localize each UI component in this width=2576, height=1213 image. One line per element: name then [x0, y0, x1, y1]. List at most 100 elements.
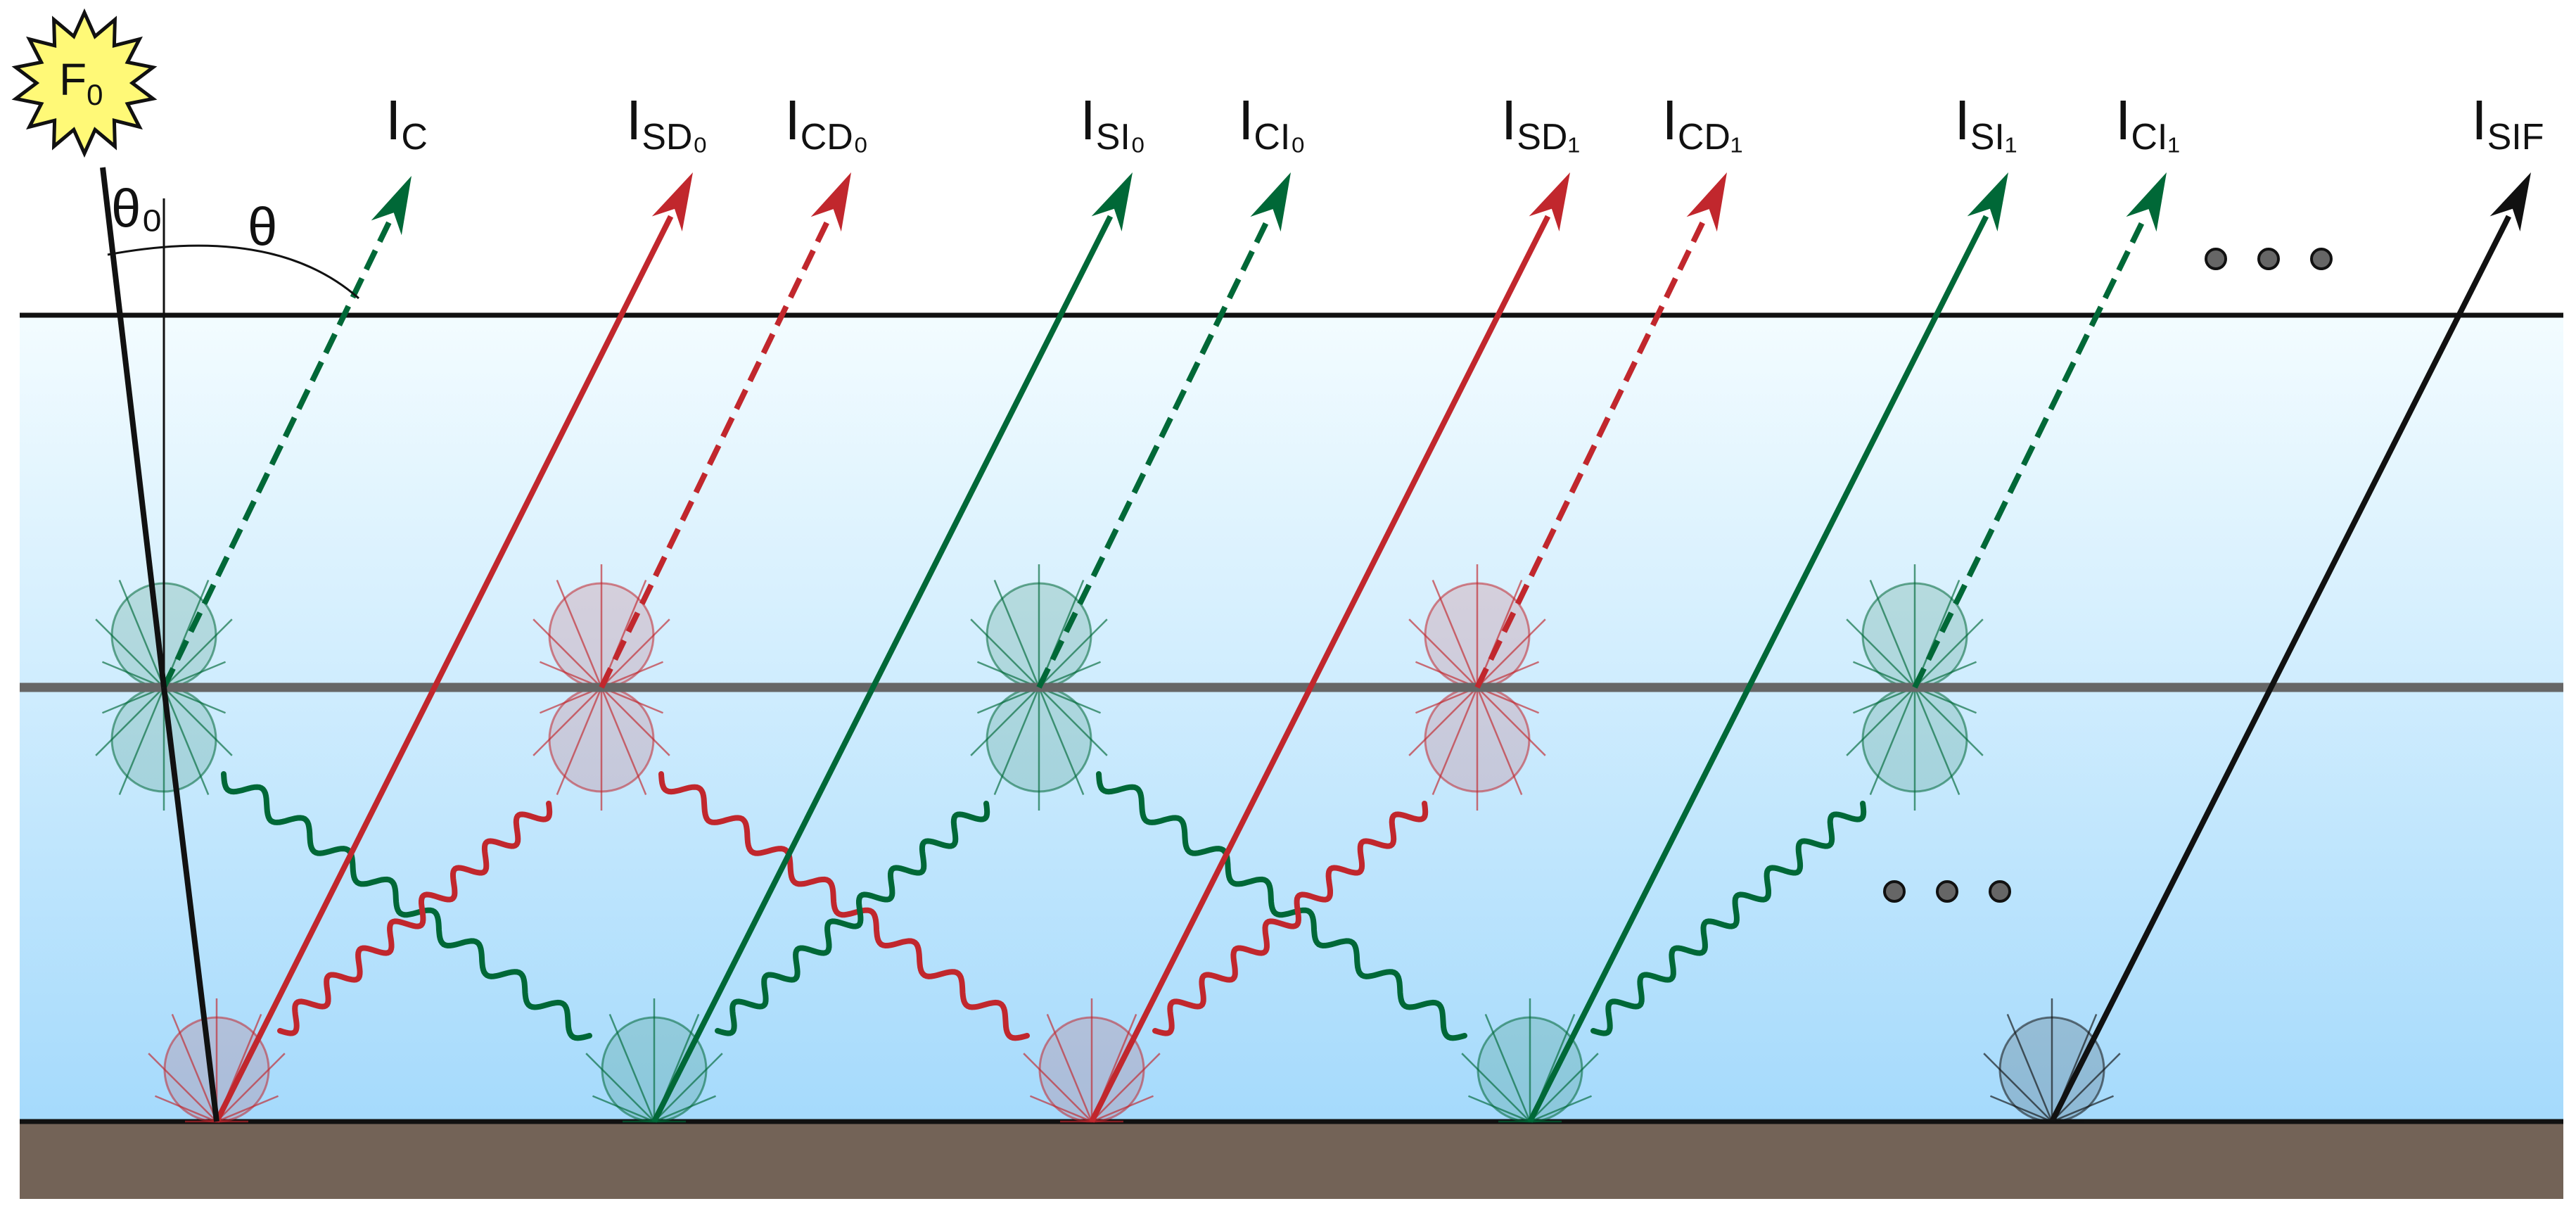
radiance-label-9: ICI₁ — [2115, 89, 2180, 158]
radiance-label-10-sub: SIF — [2487, 117, 2544, 158]
outgoing-rays — [161, 172, 2531, 1123]
canopy-scatterer-5-spoke-7 — [1846, 618, 1915, 688]
soil-scatterer-5-spoke-2 — [2051, 1095, 2115, 1123]
radiance-label-1-main: I — [385, 89, 401, 151]
ray-si0-shaft — [651, 215, 1114, 1123]
canopy-scatterer-4-spoke-15 — [1477, 687, 1546, 756]
wavy-photon-up-2 — [715, 801, 990, 1036]
ray-si0 — [651, 172, 1133, 1123]
canopy-scatterer-1-spoke-6 — [118, 579, 165, 688]
soil-scatterer-4-spoke-7 — [1461, 1053, 1531, 1122]
soil-scatterer-3-spoke-3 — [1091, 1053, 1161, 1122]
ray-ci0-shaft — [1036, 215, 1272, 689]
source-label-main: F — [59, 54, 87, 105]
ray-sd0 — [214, 172, 693, 1123]
soil-scatterer-1-spoke-6 — [171, 1013, 218, 1122]
radiance-label-9-sub: CI₁ — [2131, 117, 2180, 158]
ray-ci1-arrowhead — [2126, 172, 2167, 232]
ground-soil — [20, 1122, 2563, 1199]
soil-scatterer-4 — [1461, 998, 1599, 1123]
wavy-photon-up-1 — [277, 801, 553, 1036]
radiance-label-8-sub: SI₁ — [1970, 117, 2017, 158]
radiance-label-5-sub: CI₀ — [1254, 117, 1306, 158]
radiance-label-6-main: I — [1501, 89, 1517, 151]
soil-scatterer-3-spoke-2 — [1091, 1095, 1154, 1123]
radiance-label-6: ISD₁ — [1501, 89, 1580, 158]
soil-scatterer-5-spoke-8 — [1989, 1095, 2053, 1123]
soil-scatterer-2-spoke-3 — [653, 1053, 723, 1122]
continuation-dot-mid-3 — [1989, 880, 2011, 903]
wavy-photon-paths — [221, 771, 1867, 1041]
ray-sif-shaft — [2049, 215, 2512, 1123]
canopy-scatterer-4-spoke-11 — [1408, 687, 1478, 756]
soil-scatterer-4-spoke-3 — [1529, 1053, 1599, 1122]
ray-si1-shaft — [1527, 215, 1989, 1123]
radiance-label-7-sub: CD₁ — [1678, 117, 1743, 158]
radiance-label-10-main: I — [2471, 89, 2487, 151]
canopy-scatterers — [95, 564, 1984, 811]
canopy-scatterer-4-spoke-12 — [1432, 687, 1479, 796]
radiance-label-7-main: I — [1662, 89, 1678, 151]
canopy-scatterer-5-spoke-14 — [1913, 687, 1960, 796]
soil-scatterer-1-spoke-2 — [216, 1095, 279, 1123]
radiance-label-5-main: I — [1238, 89, 1254, 151]
ray-cd1 — [1474, 172, 1727, 689]
canopy-scatterer-1-spoke-7 — [95, 618, 165, 688]
radiance-label-3-main: I — [785, 89, 801, 151]
radiance-label-10: ISIF — [2471, 89, 2544, 158]
canopy-scatterer-1-spoke-15 — [163, 687, 233, 756]
ray-sif-arrowhead — [2489, 172, 2531, 232]
ray-cd0 — [599, 172, 851, 689]
incident-ray-lower — [161, 687, 219, 1122]
canopy-scatterer-4 — [1408, 564, 1546, 811]
continuation-dot-top-2 — [2257, 248, 2280, 270]
incident-geometry: θ₀ θ — [100, 167, 359, 1122]
canopy-scatterer-4-spoke-6 — [1432, 579, 1479, 688]
wavy-photon-down-2 — [658, 771, 1030, 1041]
radiance-label-4: ISI₀ — [1080, 89, 1146, 158]
canopy-scatterer-3-spoke-14 — [1038, 687, 1085, 796]
soil-scatterer-3-spoke-6 — [1046, 1013, 1093, 1122]
ray-c-arrowhead — [371, 176, 412, 236]
continuation-dot-mid-2 — [1936, 880, 1958, 903]
ray-cd0-arrowhead — [810, 172, 851, 232]
canopy-scatterer-5-spoke-6 — [1869, 579, 1916, 688]
ray-sd1 — [1089, 172, 1570, 1123]
canopy-scatterer-4-spoke-7 — [1408, 618, 1478, 688]
canopy-scatterer-2-spoke-11 — [533, 687, 602, 756]
ray-cd0-shaft — [599, 215, 833, 689]
soil-scatterer-1-spoke-7 — [148, 1053, 217, 1122]
canopy-scatterer-5-spoke-15 — [1914, 687, 1984, 756]
ray-sd1-shaft — [1089, 215, 1551, 1123]
canopy-scatterer-2-spoke-15 — [601, 687, 670, 756]
soil-scatterer-4-spoke-8 — [1467, 1095, 1531, 1123]
wavy-photon-up-4 — [1590, 801, 1867, 1036]
soil-scatterer-3-spoke-7 — [1023, 1053, 1092, 1122]
soil-scatterer-1-spoke-3 — [216, 1053, 286, 1122]
canopy-scatterer-4-spoke-14 — [1476, 687, 1523, 796]
canopy-scatterer-1-spoke-12 — [118, 687, 165, 796]
ray-cd1-arrowhead — [1686, 172, 1727, 232]
continuation-dot-top-1 — [2205, 248, 2227, 270]
ray-c — [161, 176, 412, 689]
canopy-scatterer-2 — [533, 564, 670, 811]
radiance-label-3-sub: CD₀ — [801, 117, 869, 158]
radiance-label-1-sub: C — [401, 117, 428, 158]
ray-sif — [2049, 172, 2531, 1123]
ray-ci0 — [1036, 172, 1291, 689]
ray-ci1 — [1912, 172, 2167, 689]
radiance-label-5: ICI₀ — [1238, 89, 1306, 158]
wavy-photon-down-3 — [1096, 771, 1467, 1041]
radiance-label-6-sub: SD₁ — [1517, 117, 1580, 158]
canopy-scatterer-2-spoke-3 — [601, 618, 670, 688]
canopy-scatterer-3-spoke-12 — [993, 687, 1040, 796]
radiance-label-2-main: I — [626, 89, 642, 151]
radiance-label-3: ICD₀ — [785, 89, 869, 158]
canopy-scatterer-2-spoke-14 — [600, 687, 647, 796]
soil-scatterer-3 — [1023, 998, 1161, 1123]
soil-scatterer-5-spoke-7 — [1983, 1053, 2053, 1122]
canopy-scatterer-3-spoke-15 — [1038, 687, 1108, 756]
radiance-label-4-sub: SI₀ — [1096, 117, 1146, 158]
